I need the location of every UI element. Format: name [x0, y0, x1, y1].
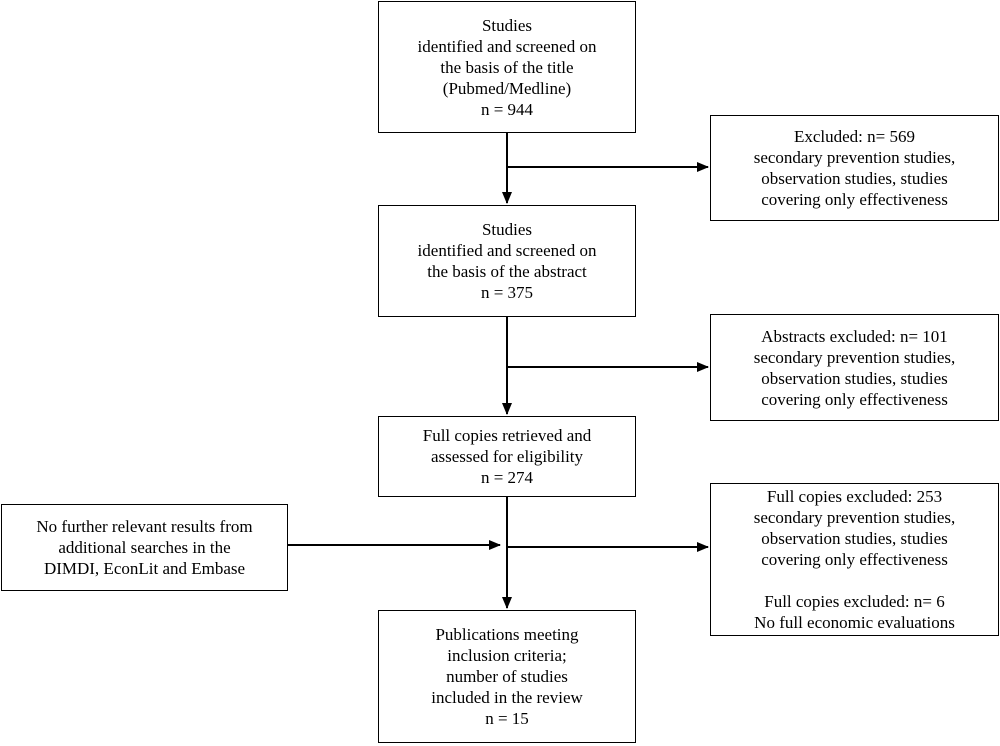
full-copies-line: n = 274 — [480, 468, 534, 487]
additional-search-line: DIMDI, EconLit and Embase — [43, 559, 246, 578]
full-copies-box: Full copies retrieved and assessed for el… — [378, 416, 636, 497]
full-copy-exclusion-line: Full copies excluded: n= 6 — [764, 592, 945, 611]
title-screening-line: Studies — [481, 15, 533, 35]
full-copy-exclusion-line: Full copies excluded: 253 — [766, 487, 943, 506]
included-studies-line: Publications meeting — [435, 625, 579, 644]
abstract-screening-line: Studies — [481, 220, 533, 239]
abstract-screening-line: n = 375 — [480, 283, 534, 302]
included-studies-box: Publications meeting inclusion criteria; n… — [378, 610, 636, 743]
full-copies-line: assessed for eligibility — [430, 447, 584, 466]
title-exclusion-box: Excluded: n= 569 secondary prevention stu… — [710, 115, 999, 221]
full-copy-exclusion-line: observation studies, studies — [761, 529, 948, 548]
abstract-exclusion-line: observation studies, studies — [761, 368, 948, 388]
abstract-exclusion-line: Abstracts excluded: n= 101 — [761, 326, 948, 346]
full-copy-exclusion-line: secondary prevention studies, — [753, 508, 956, 527]
additional-search-box: No further relevant results from addition… — [1, 504, 288, 591]
abstract-screening-line: the basis of the abstract — [427, 262, 587, 281]
additional-search-line: additional searches in the — [58, 538, 231, 557]
title-screening-line: the basis of the title — [440, 57, 574, 77]
title-exclusion-line: observation studies, studies — [761, 169, 948, 188]
title-exclusion-line: Excluded: n= 569 — [793, 127, 915, 146]
full-copy-exclusion-line: covering only effectiveness — [761, 550, 948, 569]
abstract-screening-box: Studies identified and screened on the bas… — [378, 205, 636, 317]
title-screening-line: n = 944 — [480, 99, 534, 119]
full-copy-exclusion-line: No full economic evaluations — [754, 613, 955, 632]
title-exclusion-line: secondary prevention studies, — [753, 148, 956, 167]
included-studies-line: inclusion criteria; — [447, 646, 567, 665]
abstract-exclusion-line: covering only effectiveness — [761, 389, 948, 409]
additional-search-line: No further relevant results from — [36, 517, 253, 536]
title-screening-line: identified and screened on — [417, 36, 597, 56]
included-studies-line: included in the review — [431, 688, 583, 707]
included-studies-line: number of studies — [446, 667, 568, 686]
abstract-screening-line: identified and screened on — [417, 241, 597, 260]
title-exclusion-line: covering only effectiveness — [761, 190, 948, 209]
abstract-exclusion-line: secondary prevention studies, — [753, 347, 956, 367]
included-studies-line: n = 15 — [485, 709, 529, 728]
title-screening-line: (Pubmed/Medline) — [442, 78, 572, 98]
full-copies-line: Full copies retrieved and — [422, 426, 592, 445]
full-copy-exclusion-box: Full copies excluded: 253 secondary preve… — [710, 483, 999, 636]
